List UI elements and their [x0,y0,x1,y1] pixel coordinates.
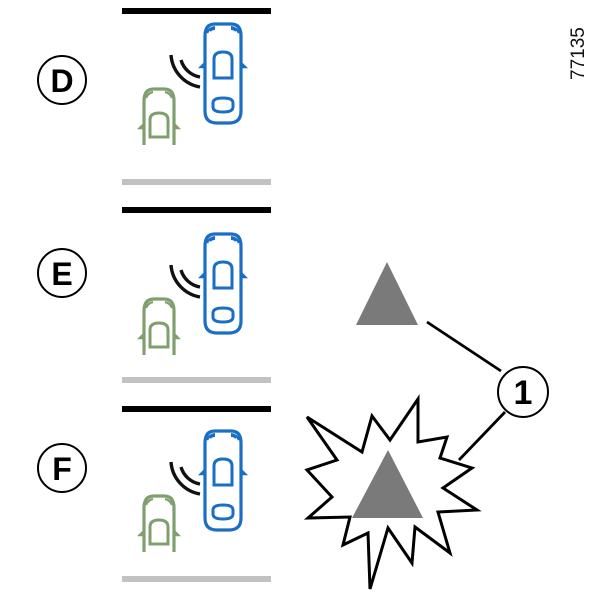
lane-edge-bottom [122,377,271,383]
lane-edge-bottom [122,576,271,582]
reference-code: 77135 [568,27,589,80]
lane-edge-top [122,207,271,213]
leader-line [457,411,507,461]
leader-line [426,320,502,373]
panel-label-d: D [37,55,87,105]
radar-waves-icon [169,54,201,89]
lane-edge-top [122,406,271,412]
panel-letter: E [51,256,72,292]
panel-f: F [37,406,271,582]
panel-label-e: E [37,248,87,298]
panel-label-f: F [37,443,87,493]
blue-car-icon [199,429,247,532]
callout: 1 [426,320,549,461]
panel-letter: D [50,63,73,99]
green-car-icon [138,297,180,357]
lane-edge-bottom [122,179,271,185]
radar-waves-icon [169,264,201,299]
panel-d: D [37,8,271,185]
flashing-warning-triangle-icon [303,394,482,590]
green-car-icon [138,87,180,147]
green-car-icon [138,494,180,554]
radar-waves-icon [169,461,201,496]
panel-e: E [37,207,271,383]
warning-triangle-icon [352,450,423,518]
blue-car-icon [199,22,247,125]
warning-triangle-icon [356,262,418,325]
panel-letter: F [52,451,72,487]
lane-edge-top [122,8,271,14]
callout-number: 1 [514,374,533,412]
blue-car-icon [199,232,247,335]
